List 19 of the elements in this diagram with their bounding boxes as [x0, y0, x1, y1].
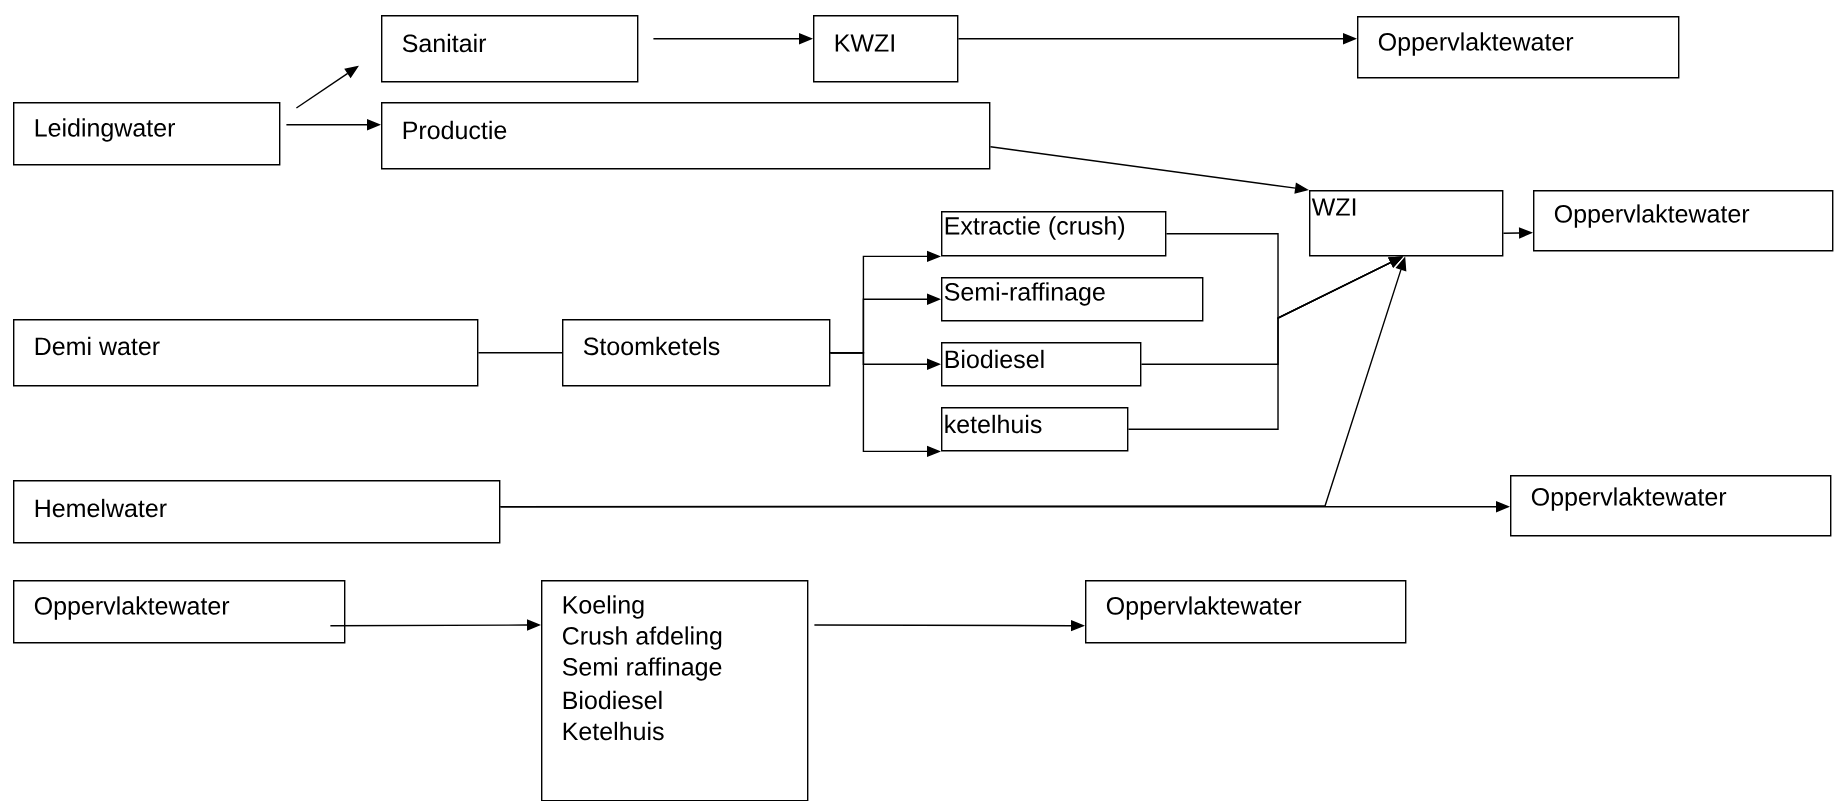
process-box: Leidingwater [13, 102, 281, 166]
process-box: Hemelwater [13, 480, 501, 544]
process-box: Biodiesel [941, 342, 1142, 387]
process-box: KWZI [813, 15, 959, 83]
process-box: Semi-raffinage [941, 277, 1204, 322]
process-box: ketelhuis [941, 407, 1129, 452]
process-box: Oppervlaktewater [1357, 16, 1680, 79]
process-box: WZI [1309, 190, 1504, 257]
process-box: Oppervlaktewater [1085, 580, 1407, 644]
process-box: Sanitair [381, 15, 639, 83]
process-box: Stoomketels [562, 319, 831, 387]
process-box: Koeling Crush afdeling Semi raffinage Biodiesel Ketelhuis [541, 580, 809, 801]
process-box: Productie [381, 102, 991, 170]
process-box: Oppervlaktewater [1510, 475, 1832, 537]
process-box: Oppervlaktewater [1533, 190, 1834, 252]
process-box: Demi water [13, 319, 479, 387]
process-box: Extractie (crush) [941, 211, 1167, 257]
process-box: Oppervlaktewater [13, 580, 346, 644]
connector-line [477, 352, 563, 354]
